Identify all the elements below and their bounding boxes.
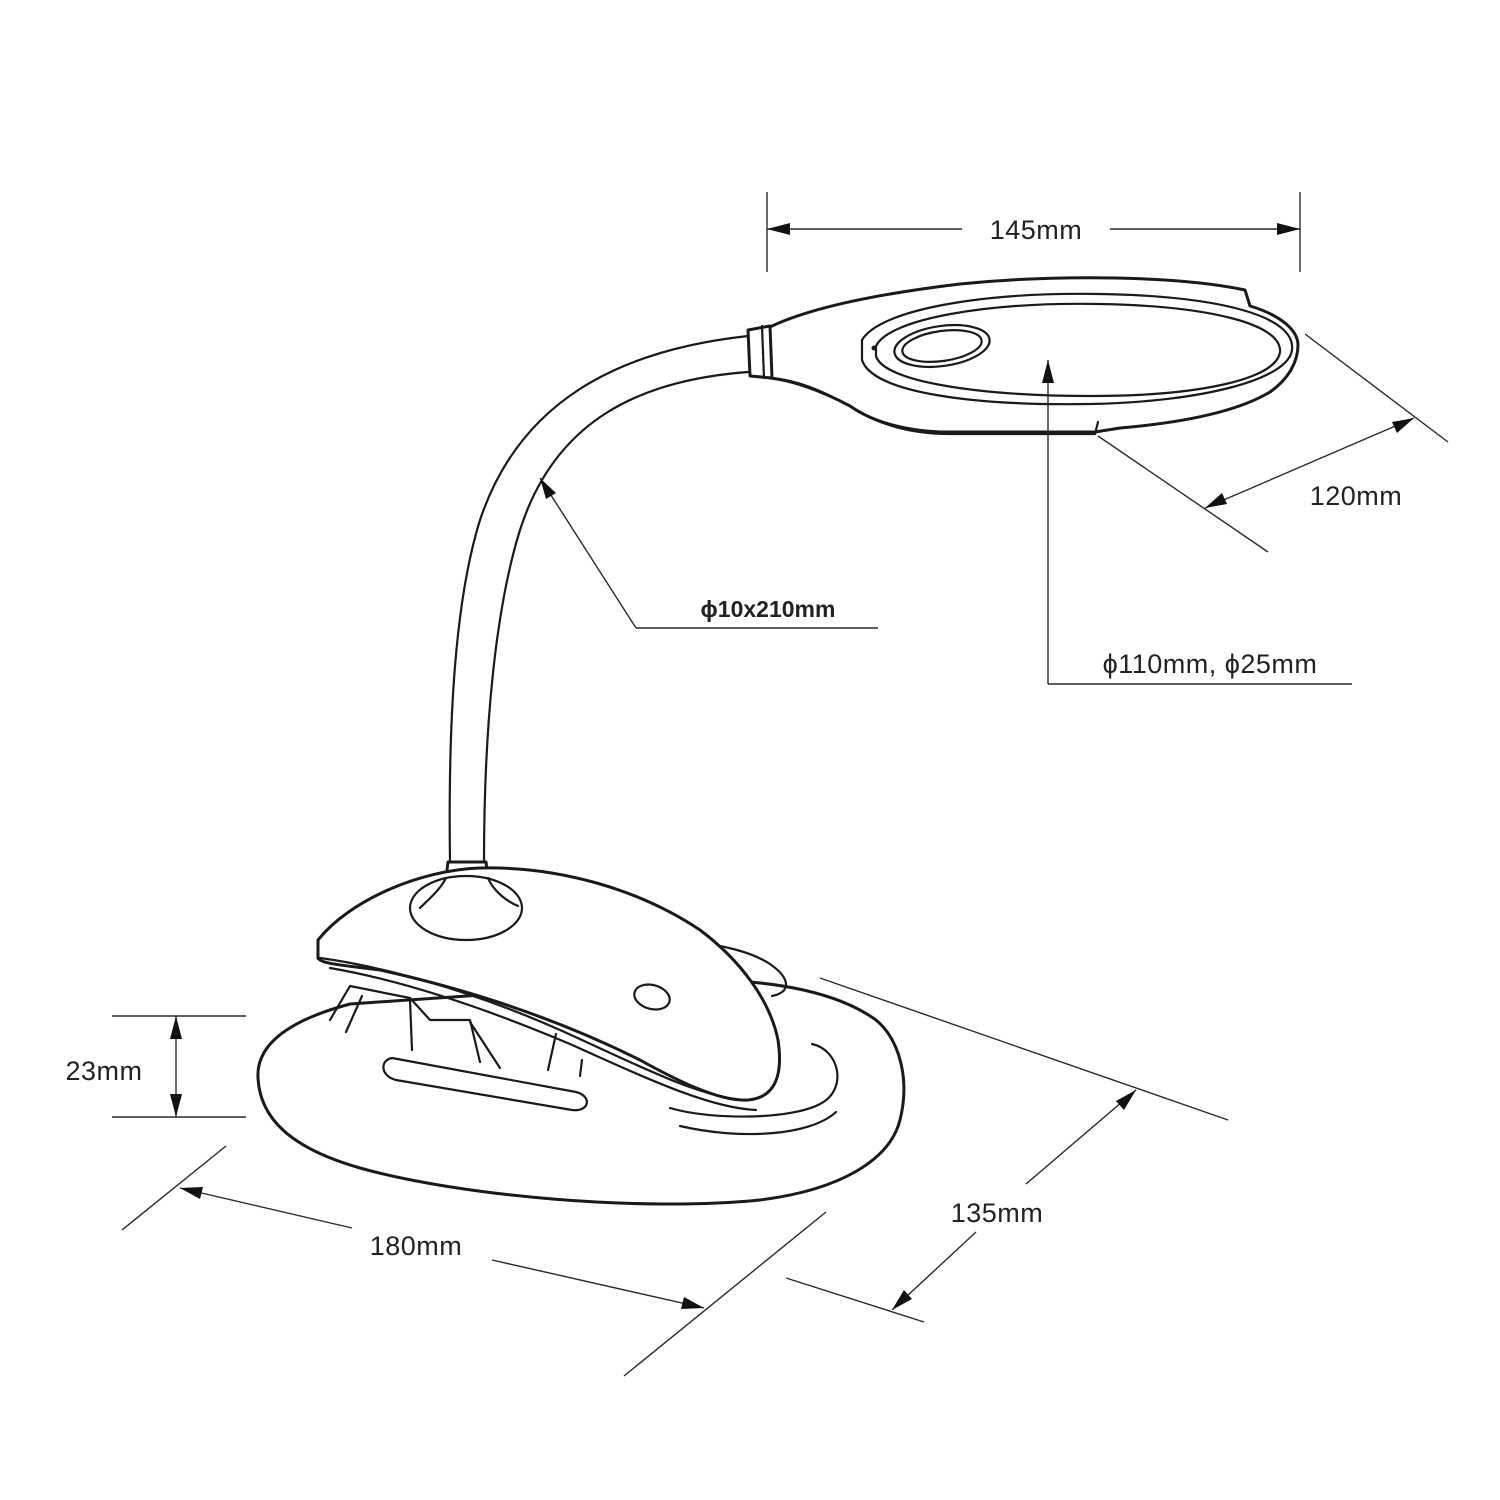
base-slot xyxy=(382,1056,588,1112)
small-lens xyxy=(893,323,991,369)
clip-arm xyxy=(316,866,781,1112)
dimension-base-depth: 135mm xyxy=(785,977,1229,1323)
dimension-base-height: 23mm xyxy=(65,1015,246,1118)
dimension-head-depth: 120mm xyxy=(1097,333,1449,553)
head-width-label: 145mm xyxy=(990,215,1083,245)
base-depth-label: 135mm xyxy=(951,1198,1044,1228)
gooseneck-label: ϕ10x210mm xyxy=(701,596,836,622)
lamp-head xyxy=(746,276,1300,436)
gooseneck-socket xyxy=(408,874,524,942)
dimension-head-width: 145mm xyxy=(766,192,1301,272)
head-joint xyxy=(746,324,774,380)
dimension-gooseneck: ϕ10x210mm xyxy=(539,477,878,629)
head-depth-label: 120mm xyxy=(1310,481,1403,511)
base-length-label: 180mm xyxy=(370,1231,463,1261)
base-height-label: 23mm xyxy=(65,1056,142,1086)
dimension-base-length: 180mm xyxy=(121,1145,827,1377)
switch-button xyxy=(633,983,671,1011)
dimension-lens: ϕ110mm, ϕ25mm xyxy=(1042,360,1352,685)
lens-label: ϕ110mm, ϕ25mm xyxy=(1103,649,1318,679)
